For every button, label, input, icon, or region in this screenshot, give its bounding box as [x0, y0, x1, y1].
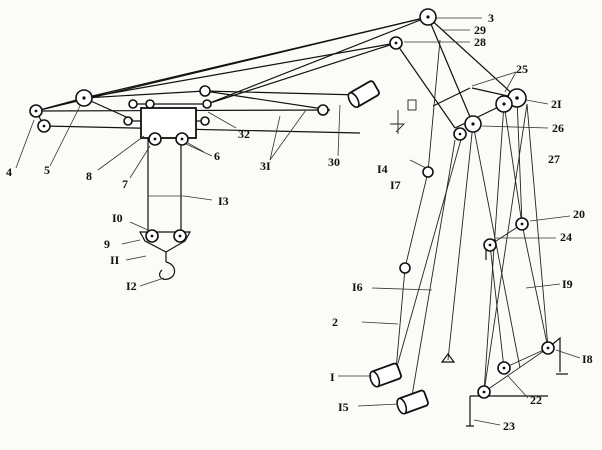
brake-fitting	[390, 99, 417, 134]
pulleys	[29, 8, 555, 399]
label-24: 24	[560, 230, 572, 244]
label-20: 20	[573, 207, 585, 221]
pulley-16	[399, 262, 411, 274]
label-14: I4	[377, 162, 388, 176]
pulley-32	[200, 116, 210, 126]
label-30: 30	[328, 155, 340, 169]
label-25: 25	[516, 62, 528, 76]
label-1: I	[330, 370, 335, 384]
label-16: I6	[352, 280, 363, 294]
label-17: I7	[390, 178, 401, 192]
label-8: 8	[86, 169, 92, 183]
drums	[347, 80, 429, 415]
label-7: 7	[122, 177, 128, 191]
label-18: I8	[582, 352, 593, 366]
boom-chords	[35, 16, 429, 134]
label-11: II	[110, 253, 120, 267]
label-5: 5	[44, 163, 50, 177]
label-4: 4	[6, 165, 12, 179]
label-15: I5	[338, 400, 349, 414]
label-22: 22	[530, 393, 542, 407]
tower-structure	[395, 16, 568, 427]
drum-1	[369, 362, 402, 388]
hook-block	[138, 138, 192, 280]
label-10: I0	[112, 211, 123, 225]
label-13: I3	[218, 194, 229, 208]
leader-lines	[15, 17, 581, 426]
label-9: 9	[104, 237, 110, 251]
part-labels: 3 29 28 25 2I 26 27 20 24 I9 I8 22 23 I …	[6, 11, 593, 433]
trolley	[124, 103, 210, 139]
label-19: I9	[562, 277, 573, 291]
label-2: 2	[332, 315, 338, 329]
drum-30	[347, 80, 380, 109]
label-27: 27	[548, 152, 560, 166]
label-29: 29	[474, 23, 486, 37]
label-3: 3	[488, 11, 494, 25]
label-32: 32	[238, 127, 250, 141]
label-6: 6	[214, 149, 220, 163]
label-21: 2I	[551, 97, 562, 111]
label-23: 23	[503, 419, 515, 433]
drum-15	[396, 389, 429, 415]
label-28: 28	[474, 35, 486, 49]
label-31: 3I	[260, 159, 271, 173]
label-26: 26	[552, 121, 564, 135]
pulley-17	[422, 166, 434, 178]
label-12: I2	[126, 279, 137, 293]
